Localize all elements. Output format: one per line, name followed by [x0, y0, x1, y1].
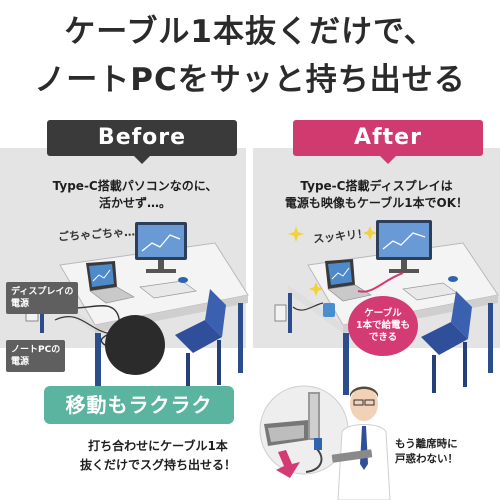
before-caption: Type-C搭載パソコンなのに、 活かせず…。 [10, 178, 260, 212]
person-speech-line-1: もう離席時に [395, 438, 458, 450]
headline-line-2: ノートPCをサッと持ち出せる [34, 62, 466, 98]
before-caption-line-1: Type-C搭載パソコンなのに、 [52, 179, 218, 193]
before-tab-pointer [134, 156, 150, 164]
after-bubble-line-1: ケーブル [364, 308, 402, 319]
before-tab-label: Before [97, 125, 187, 150]
after-bubble-line-3: できる [368, 332, 398, 343]
after-tab-label: After [354, 125, 422, 150]
after-caption-line-2: 電源も映像もケーブル1本でOK！ [284, 196, 469, 210]
mobile-note: 打ち合わせにケーブル1本 抜くだけでスグ持ち出せる！ [58, 437, 258, 475]
person-illustration [331, 386, 391, 500]
label-pc-power: ノートPCの 電源 [6, 340, 66, 372]
after-tab-pointer [380, 156, 396, 164]
before-desk-illustration [25, 222, 249, 395]
before-caption-line-2: 活かせず…。 [98, 196, 171, 210]
mobile-note-line-2: 抜くだけでスグ持ち出せる！ [79, 458, 236, 472]
person-speech: もう離席時に 戸惑わない！ [395, 437, 500, 467]
mobile-note-line-1: 打ち合わせにケーブル1本 [88, 439, 228, 453]
after-sparkle-icons [288, 226, 377, 296]
label-pc-power-line-2: 電源 [11, 357, 30, 367]
after-tab: After [293, 120, 483, 164]
after-caption-line-1: Type-C搭載ディスプレイは [300, 179, 453, 193]
after-desk-illustration [274, 220, 499, 395]
after-bubble-line-2: 1本で給電も [355, 320, 411, 331]
label-display-power-line-1: ディスプレイの [11, 287, 74, 297]
mobile-tab-label: 移動もラクラク [65, 393, 213, 417]
after-cable-bubble: ケーブル 1本で給電も できる [348, 296, 418, 356]
mobile-tab: 移動もラクラク [44, 386, 234, 424]
after-caption: Type-C搭載ディスプレイは 電源も映像もケーブル1本でOK！ [253, 178, 500, 212]
label-display-power-line-2: 電源 [11, 299, 30, 309]
person-speech-line-2: 戸惑わない！ [395, 453, 458, 465]
before-tab: Before [47, 120, 237, 164]
label-display-power: ディスプレイの 電源 [6, 282, 79, 314]
label-pc-power-line-1: ノートPCの [11, 345, 61, 355]
unplug-illustration [259, 385, 349, 478]
headline-line-1: ケーブル1本抜くだけで、 [64, 14, 436, 50]
